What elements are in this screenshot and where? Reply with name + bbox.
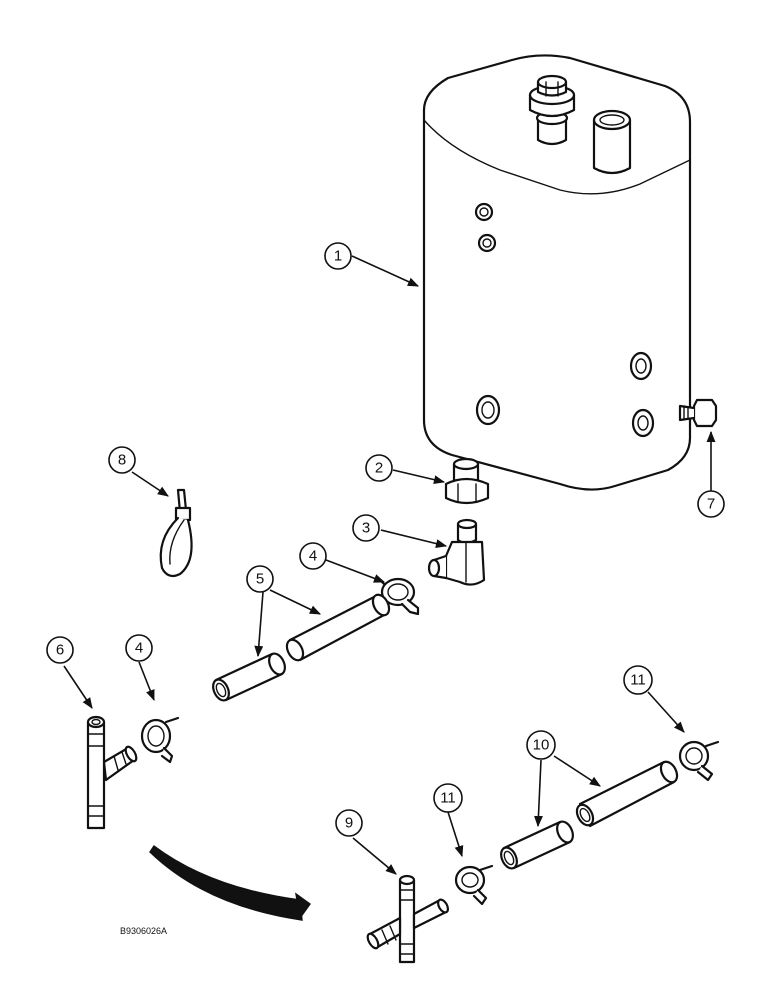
callout-4-lower: 4 bbox=[125, 634, 153, 662]
outlet-tube bbox=[592, 109, 632, 175]
callout-9: 9 bbox=[335, 809, 363, 837]
callout-2: 2 bbox=[365, 454, 393, 482]
leader-lines bbox=[63, 255, 716, 875]
hose-10-upper bbox=[575, 760, 679, 828]
callout-8: 8 bbox=[108, 446, 136, 474]
callout-11-right: 11 bbox=[623, 665, 653, 695]
tank-port-right-lower bbox=[631, 408, 655, 438]
hose-10-lower bbox=[500, 820, 574, 870]
hose-upper bbox=[285, 593, 391, 662]
svg-text:6: 6 bbox=[56, 642, 64, 659]
svg-text:11: 11 bbox=[630, 672, 646, 689]
bolt bbox=[678, 398, 718, 428]
svg-text:3: 3 bbox=[362, 520, 370, 537]
svg-text:5: 5 bbox=[256, 571, 264, 588]
svg-text:4: 4 bbox=[135, 640, 143, 657]
svg-text:7: 7 bbox=[707, 496, 715, 513]
callout-6: 6 bbox=[46, 636, 74, 664]
adapter-fitting bbox=[444, 457, 490, 505]
hose-lower bbox=[212, 652, 286, 702]
hose-clamp-upper bbox=[376, 576, 420, 616]
svg-text:10: 10 bbox=[533, 737, 550, 754]
reference-arrow bbox=[149, 844, 311, 921]
callout-4-upper: 4 bbox=[299, 542, 327, 570]
svg-text:9: 9 bbox=[345, 815, 353, 832]
cross-fitting bbox=[366, 874, 450, 964]
hose-clamp-11-left bbox=[454, 864, 494, 906]
callout-7: 7 bbox=[697, 490, 725, 518]
svg-text:8: 8 bbox=[118, 452, 126, 469]
svg-text:1: 1 bbox=[334, 248, 342, 265]
tee-fitting bbox=[86, 715, 138, 830]
svg-text:4: 4 bbox=[309, 548, 317, 565]
reservoir-tank bbox=[422, 54, 692, 491]
reference-code: B9306026A bbox=[120, 926, 167, 936]
callout-3: 3 bbox=[352, 514, 380, 542]
callout-10: 10 bbox=[526, 730, 556, 760]
svg-text:2: 2 bbox=[375, 460, 383, 477]
tank-port-right-upper bbox=[629, 351, 653, 381]
filler-cap bbox=[528, 74, 576, 146]
hose-strap bbox=[159, 488, 193, 578]
hose-clamp-lower bbox=[140, 716, 180, 764]
tank-fitting-upper bbox=[474, 202, 497, 253]
svg-text:11: 11 bbox=[440, 790, 456, 807]
callout-1: 1 bbox=[324, 242, 352, 270]
callout-11-left: 11 bbox=[433, 783, 463, 813]
hose-clamp-11-right bbox=[678, 740, 720, 782]
elbow-fitting bbox=[427, 518, 486, 586]
tank-port-left-lower bbox=[475, 394, 501, 426]
callout-5: 5 bbox=[246, 565, 274, 593]
